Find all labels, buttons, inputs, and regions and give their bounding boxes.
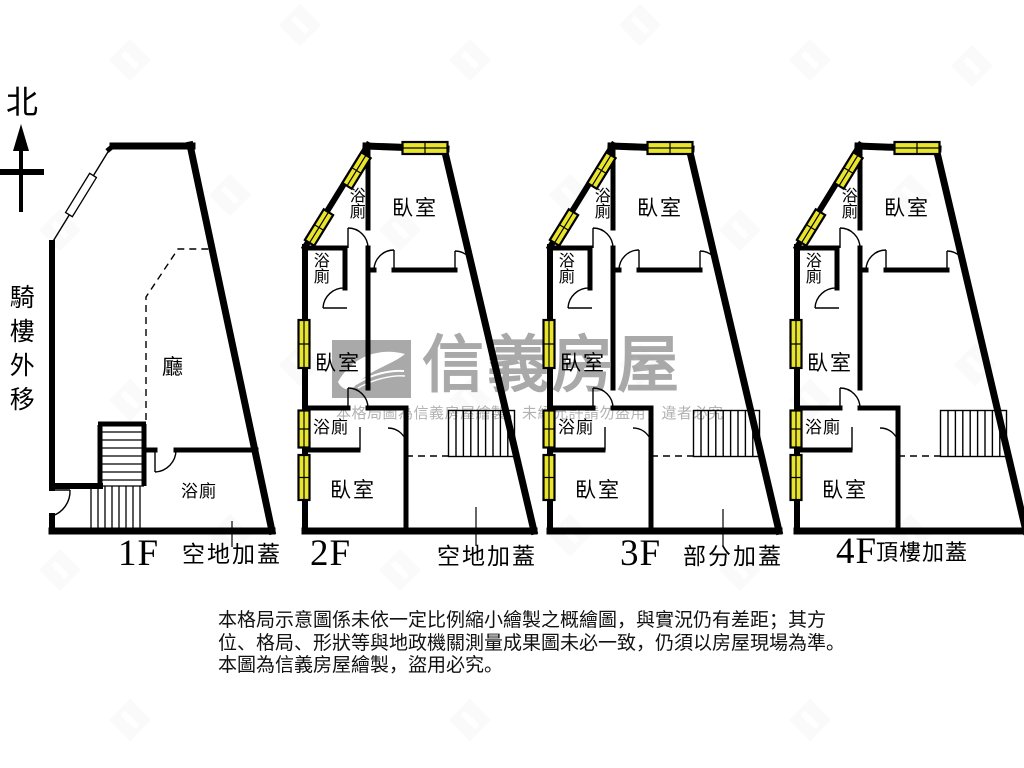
floor-title-2f: 2F (310, 533, 352, 574)
stairs-1f (90, 421, 147, 531)
room-label-bath-top-4f: 浴廁 (838, 187, 856, 219)
room-label-bath-mid-4f: 浴廁 (802, 252, 820, 284)
room-label-bed-top-4f: 臥室 (884, 196, 930, 220)
room-label-bath-top-2f: 浴廁 (346, 187, 364, 219)
north-label: 北 (6, 84, 39, 120)
disclaimer-line-1: 本格局示意圖係未依一定比例縮小繪製之概繪圖，與實況仍有差距；其方 (218, 610, 827, 631)
room-label-hall-1f: 廳 (162, 355, 185, 379)
disclaimer-text: 本格局示意圖係未依一定比例縮小繪製之概繪圖，與實況仍有差距；其方 位、格局、形狀… (218, 610, 845, 678)
arcade-note-label: 騎樓外移 (6, 284, 34, 420)
sinyi-logo-watermark (332, 340, 411, 398)
disclaimer-line-2: 位、格局、形狀等與地政機關測量成果圖未必一致，仍須以房屋現場為準。 (218, 632, 846, 654)
room-label-bath-top-3f: 浴廁 (591, 187, 609, 219)
room-label-bed-top-2f: 臥室 (392, 196, 438, 220)
room-label-bed-low-3f: 臥室 (575, 478, 621, 502)
floor-title-3f: 3F (620, 533, 662, 574)
room-label-bed-mid-2f: 臥室 (315, 351, 361, 375)
arcade-sliding-boundary (64, 172, 98, 218)
room-label-bath-low-4f: 浴廁 (805, 418, 841, 437)
room-label-bed-low-4f: 臥室 (822, 478, 868, 502)
room-label-bath-low-3f: 浴廁 (558, 418, 594, 437)
room-label-bed-mid-3f: 臥室 (560, 351, 606, 375)
floor-plan-1f (48, 140, 277, 547)
floor-caption-4f: 頂樓加蓋 (876, 540, 969, 565)
floor-caption-3f: 部分加蓋 (683, 544, 783, 569)
floor-caption-1f: 空地加蓋 (182, 542, 282, 567)
floor-title-1f: 1F (118, 533, 160, 574)
room-label-bed-mid-4f: 臥室 (807, 351, 853, 375)
sinyi-logo-swoosh-icon (338, 351, 406, 390)
room-label-bed-low-2f: 臥室 (330, 478, 376, 502)
room-label-bed-top-3f: 臥室 (637, 196, 683, 220)
room-label-bath-low-2f: 浴廁 (313, 418, 349, 437)
floor-caption-2f: 空地加蓋 (437, 544, 537, 569)
room-label-bath-1f: 浴廁 (181, 482, 217, 501)
north-arrow-icon (0, 124, 44, 212)
disclaimer-line-3: 本圖為信義房屋繪製，盜用必究。 (218, 655, 504, 676)
room-label-bath-mid-2f: 浴廁 (310, 252, 328, 284)
room-label-bath-mid-3f: 浴廁 (555, 252, 573, 284)
floor-title-4f: 4F (836, 531, 878, 572)
